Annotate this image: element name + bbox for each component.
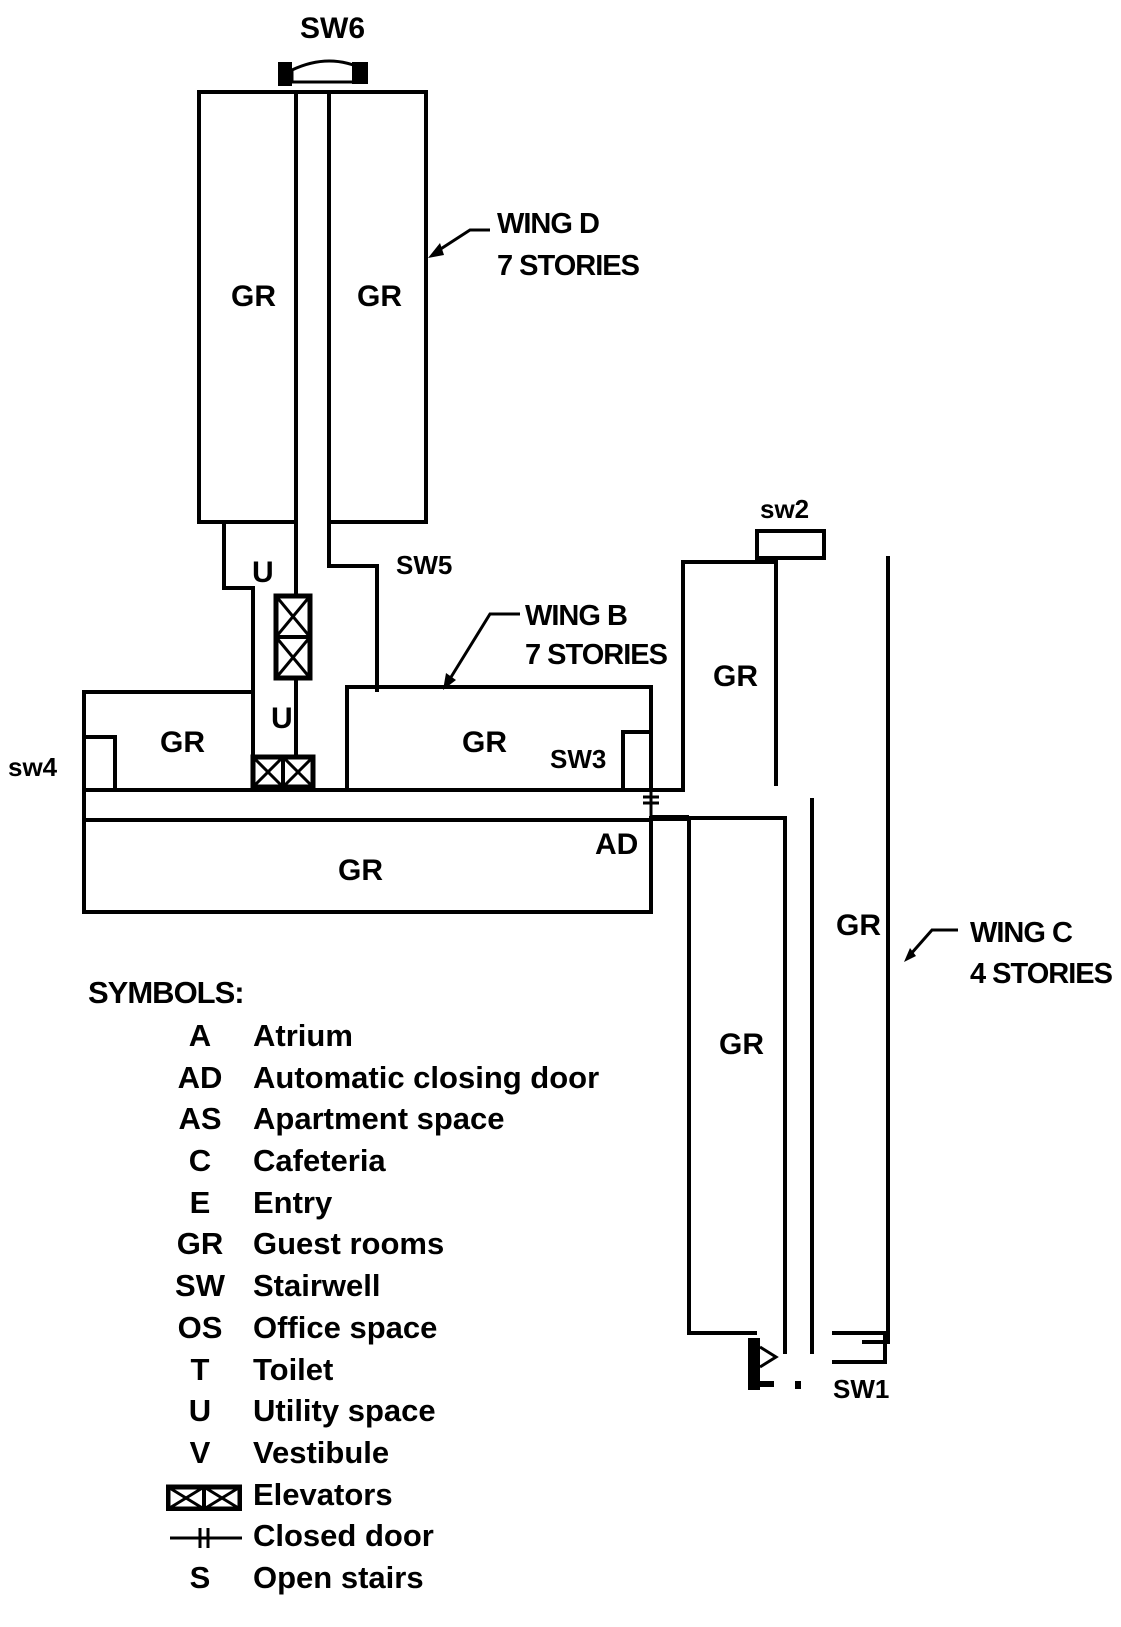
wing-d-stories: 7 STORIES (497, 250, 640, 282)
sw4-label: sw4 (8, 752, 58, 782)
sw5-label: SW5 (396, 550, 452, 580)
wing-c-name: WING C (970, 917, 1073, 949)
gr-label-d-west: GR (231, 280, 276, 313)
legend-desc: Closed door (253, 1518, 434, 1554)
legend-code: AS (178, 1101, 222, 1137)
gr-label-d-east: GR (357, 280, 402, 313)
sw1-label: SW1 (833, 1374, 889, 1404)
legend-desc: Elevators (253, 1476, 393, 1512)
wing-c (643, 529, 890, 1390)
stair-bottom-icon (748, 1338, 801, 1390)
legend-code: GR (176, 1226, 224, 1262)
wing-d-east-block (327, 90, 428, 524)
sw6-stair-icon (278, 59, 368, 86)
gr-label-c-east: GR (836, 909, 881, 942)
legend-code: U (188, 1393, 212, 1429)
legend-desc: Guest rooms (253, 1226, 445, 1262)
legend-code: T (190, 1351, 210, 1387)
wing-b-name: WING B (525, 600, 627, 632)
legend-code: SW (175, 1268, 225, 1304)
wing-b (82, 685, 653, 914)
legend-code: S (189, 1559, 211, 1595)
sw3-label: SW3 (550, 744, 606, 774)
legend-desc: Apartment space (253, 1101, 505, 1137)
legend-desc: Cafeteria (253, 1143, 386, 1179)
wing-c-callout: WING C 4 STORIES (904, 917, 1114, 990)
legend-desc: Open stairs (253, 1559, 424, 1595)
legend-desc: Entry (253, 1184, 333, 1220)
legend-code: AD (177, 1059, 223, 1095)
gr-label-c-west: GR (719, 1028, 764, 1061)
utility-label-upper: U (252, 556, 274, 589)
gr-label-c-north: GR (713, 660, 758, 693)
legend-desc: Stairwell (253, 1268, 381, 1304)
legend-desc: Toilet (253, 1351, 334, 1387)
elevator-icon (166, 1484, 242, 1511)
wing-b-stories: 7 STORIES (525, 639, 668, 671)
legend-desc: Automatic closing door (253, 1059, 600, 1095)
sw2-label: sw2 (760, 494, 809, 524)
legend-code: A (188, 1018, 212, 1053)
legend-code: OS (177, 1309, 223, 1345)
gr-label-b-east: GR (462, 726, 507, 759)
sw2-box (755, 529, 826, 560)
legend-desc: Atrium (253, 1018, 353, 1053)
gr-label-b-west: GR (160, 726, 205, 759)
legend-desc: Utility space (253, 1393, 436, 1429)
closed-door-icon (643, 790, 689, 821)
legend-title: SYMBOLS: (88, 975, 245, 1010)
wing-c-stories: 4 STORIES (970, 958, 1113, 990)
sw6-label: SW6 (300, 12, 365, 45)
legend-desc: Office space (253, 1309, 438, 1345)
wing-d-name: WING D (497, 208, 599, 240)
legend-code: E (189, 1184, 211, 1220)
closed-door-icon (170, 1528, 242, 1549)
legend-code: V (189, 1434, 211, 1470)
wing-d-west-block (197, 90, 298, 524)
wing-b-callout: WING B 7 STORIES (443, 600, 669, 690)
legend-code: C (188, 1143, 212, 1179)
wing-d-callout: WING D 7 STORIES (428, 208, 641, 282)
gr-label-b-south: GR (338, 854, 383, 887)
wing-d (197, 59, 428, 790)
elevator-stack (250, 593, 316, 790)
legend-desc: Vestibule (253, 1434, 390, 1470)
utility-label-lower: U (271, 702, 293, 735)
ad-label: AD (595, 828, 638, 861)
